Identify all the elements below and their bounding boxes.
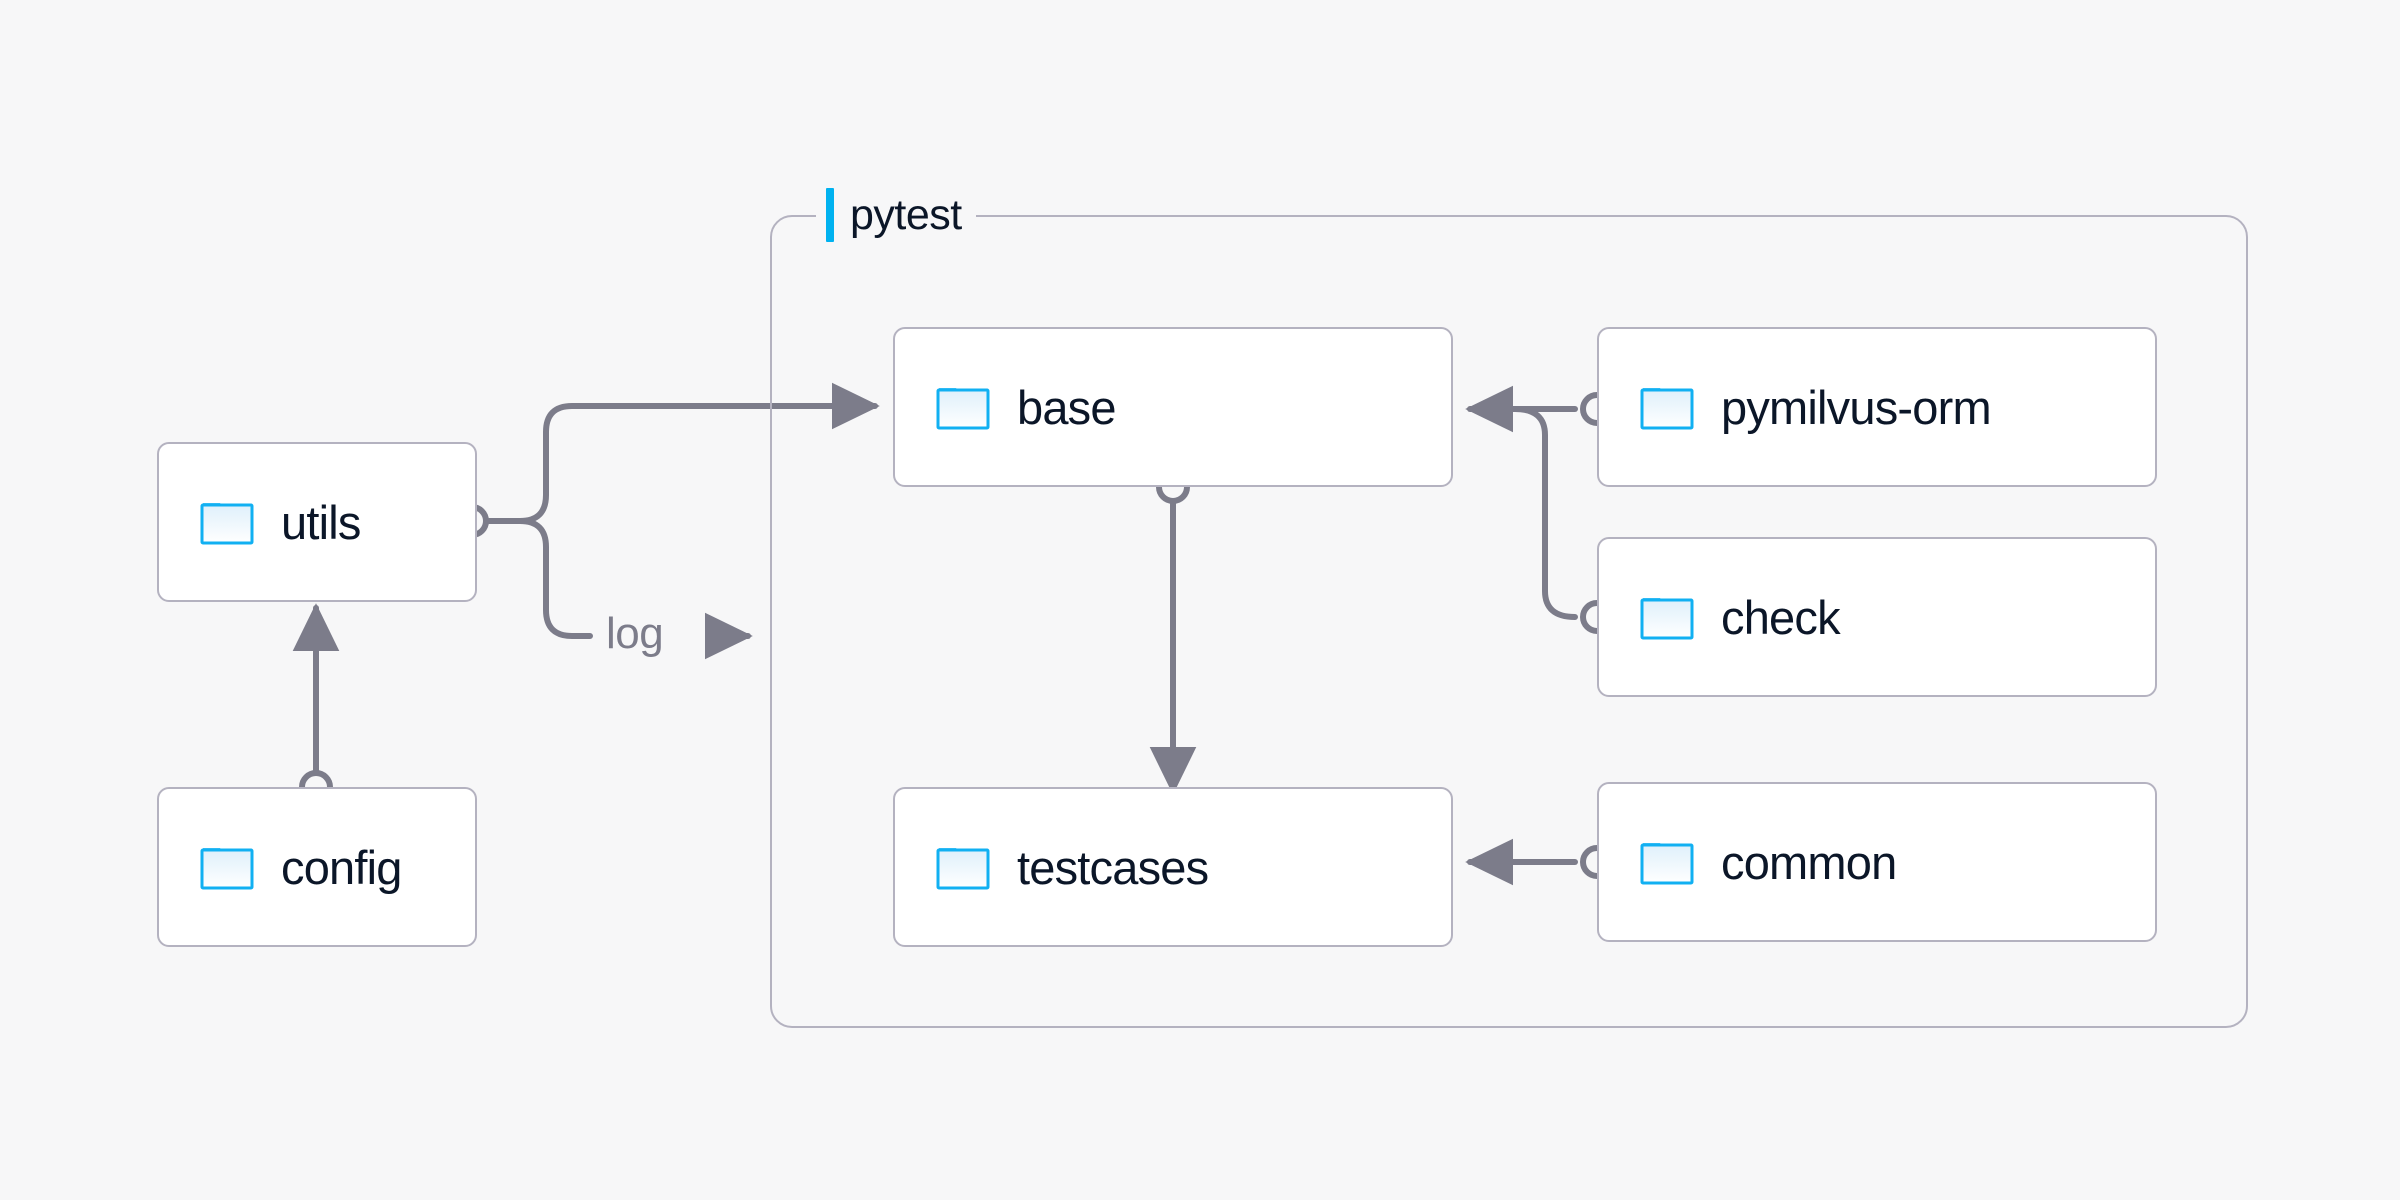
edge-label-log: log	[606, 609, 664, 658]
edge-utils-to-log	[517, 518, 593, 639]
group-pytest-title: pytest	[816, 187, 976, 243]
node-config-label: config	[281, 840, 402, 894]
node-check-label: check	[1721, 590, 1841, 644]
folder-icon	[1640, 388, 1694, 430]
group-accent-bar	[826, 188, 834, 242]
folder-icon	[936, 848, 990, 890]
folder-icon	[1640, 598, 1694, 640]
node-base[interactable]: base	[893, 327, 1453, 487]
group-pytest-label: pytest	[850, 190, 962, 239]
node-common-label: common	[1721, 835, 1897, 889]
folder-icon	[200, 503, 254, 545]
folder-icon	[936, 388, 990, 430]
node-config[interactable]: config	[157, 787, 477, 947]
node-testcases[interactable]: testcases	[893, 787, 1453, 947]
node-check[interactable]: check	[1597, 537, 2157, 697]
folder-icon	[1640, 843, 1694, 885]
node-base-label: base	[1017, 380, 1117, 434]
folder-icon	[200, 848, 254, 890]
node-utils-label: utils	[281, 495, 361, 549]
group-pytest	[770, 215, 2248, 1028]
node-pymilvus-orm-label: pymilvus-orm	[1721, 380, 1992, 434]
node-pymilvus-orm[interactable]: pymilvus-orm	[1597, 327, 2157, 487]
node-common[interactable]: common	[1597, 782, 2157, 942]
node-utils[interactable]: utils	[157, 442, 477, 602]
node-testcases-label: testcases	[1017, 840, 1209, 894]
